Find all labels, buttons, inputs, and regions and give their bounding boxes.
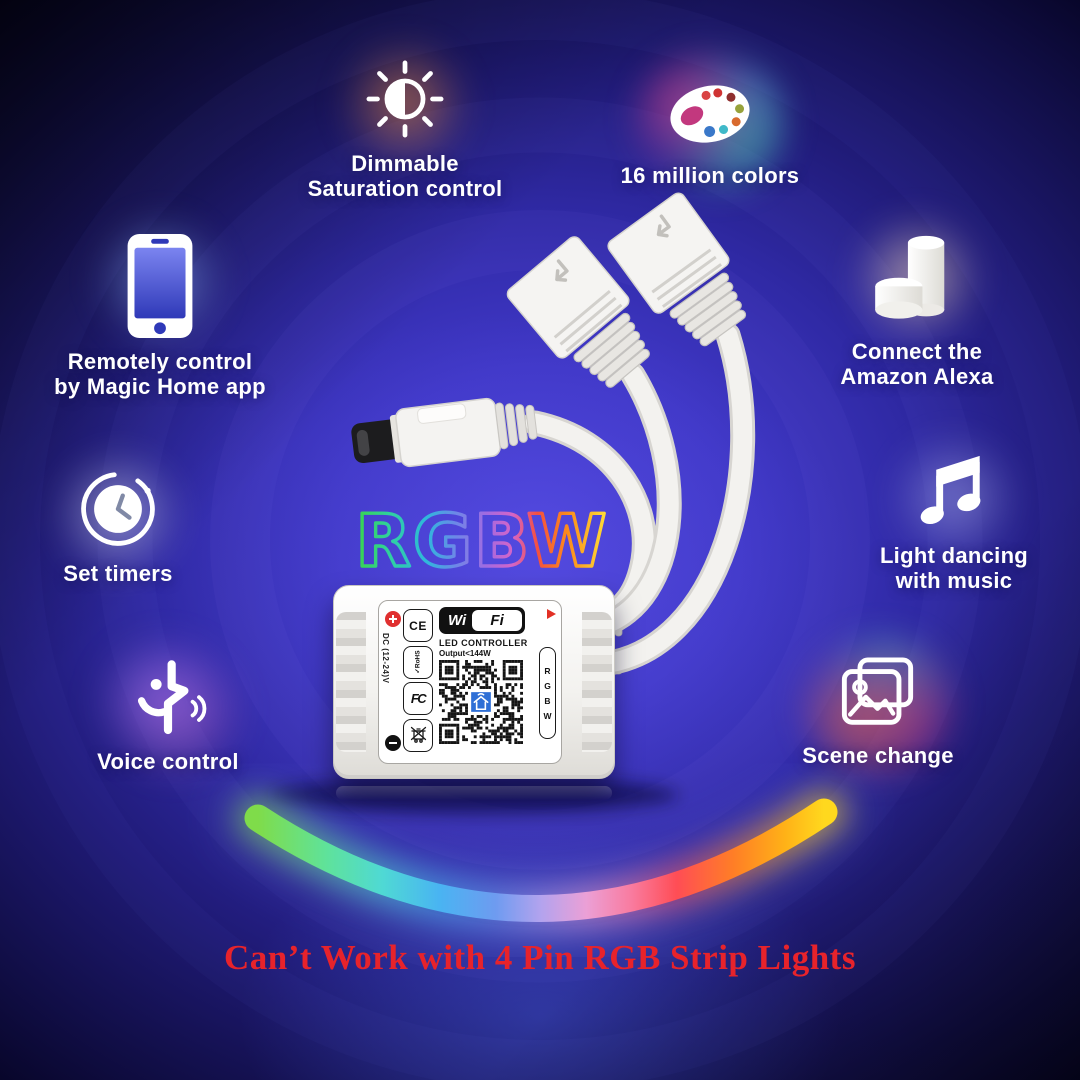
feature-line: 16 million colors — [620, 163, 800, 188]
wifi-badge: Wi Fi — [439, 607, 525, 634]
warning-caption: Can’t Work with 4 Pin RGB Strip Lights — [224, 938, 856, 977]
red-arrow-icon — [547, 609, 556, 619]
smartphone-icon — [127, 233, 193, 339]
side-ribs — [336, 612, 366, 752]
feature-line: Saturation control — [307, 176, 503, 202]
certification-column: CE ✓RoHS FC — [403, 609, 433, 752]
product-name: LED CONTROLLER — [439, 638, 528, 648]
arrow-marking-icon — [555, 259, 569, 282]
dc-power-plug — [351, 397, 538, 468]
music-note-icon — [920, 455, 981, 525]
voice-control-icon — [137, 660, 207, 735]
clock-icon — [81, 472, 155, 546]
input-rating: DC (12-24)V — [381, 633, 390, 684]
top-rib — [422, 578, 446, 594]
device-shadow — [268, 777, 678, 813]
feature-line: Connect the — [851, 339, 983, 364]
output-rating: Output<144W — [439, 649, 491, 658]
four-pin-connector-2 — [607, 192, 747, 347]
label-main-column: Wi Fi LED CONTROLLER Output<144W — [439, 607, 529, 744]
side-ribs — [582, 612, 612, 752]
rohs-mark-icon: ✓RoHS — [403, 645, 433, 679]
weee-bin-icon — [403, 718, 433, 752]
wifi-fi-text: Fi — [472, 610, 522, 631]
magic-home-logo — [469, 690, 493, 714]
channel-letter: W — [543, 710, 552, 721]
rgbw-title-text: RGBW — [356, 499, 609, 583]
rohs-text: RoHS — [415, 650, 422, 669]
four-pin-connector-1 — [506, 236, 650, 388]
feature-line: Remotely control — [67, 349, 253, 374]
led-controller-device: DC (12-24)V CE ✓RoHS FC — [323, 578, 626, 779]
brightness-icon — [366, 60, 444, 138]
glow — [879, 428, 1029, 568]
feature-scene-change: Scene change — [772, 634, 984, 774]
palette-icon — [670, 85, 750, 143]
feature-line: Voice control — [97, 749, 239, 774]
feature-set-timers: Set timers — [12, 444, 224, 586]
feature-label: Voice control — [97, 749, 239, 774]
feature-line: Set timers — [63, 561, 173, 586]
plus-terminal-icon — [385, 611, 401, 627]
scene-photos-icon — [841, 657, 914, 725]
feature-line: Amazon Alexa — [840, 364, 994, 390]
feature-line: with music — [895, 568, 1013, 594]
feature-label: Scene change — [802, 743, 954, 768]
output-cable-1 — [588, 362, 682, 639]
feature-label: Set timers — [63, 561, 172, 586]
minus-terminal-icon — [385, 735, 401, 751]
feature-dimmable: Dimmable Saturation control — [260, 34, 550, 201]
rgbw-channel-strip: R G B W — [539, 647, 556, 739]
fcc-mark-icon: FC — [403, 682, 433, 715]
qr-code — [439, 660, 523, 744]
feature-label: 16 million colors — [621, 163, 800, 188]
feature-alexa: Connect the Amazon Alexa — [772, 208, 1062, 389]
feature-line: by Magic Home app — [54, 374, 266, 400]
channel-letter: R — [544, 665, 551, 676]
feature-music: Light dancing with music — [848, 428, 1060, 593]
alexa-speakers-icon — [875, 235, 945, 319]
device-reflection — [336, 786, 612, 800]
device-label: DC (12-24)V CE ✓RoHS FC — [378, 600, 562, 764]
rainbow-arc — [226, 780, 856, 941]
fcc-text: FC — [410, 691, 427, 706]
output-cable-2 — [590, 322, 756, 677]
channel-letter: B — [544, 695, 551, 706]
arrow-marking-icon — [656, 214, 671, 238]
feature-voice-control: Voice control — [62, 636, 274, 776]
feature-label: Remotely control by Magic Home app — [54, 349, 266, 399]
feature-line: Scene change — [802, 743, 954, 768]
channel-letter: G — [544, 680, 551, 691]
top-rib — [392, 578, 416, 594]
feature-16-million-colors: 16 million colors — [565, 52, 855, 192]
wifi-wi-text: Wi — [448, 612, 467, 629]
feature-label: Dimmable Saturation control — [308, 151, 503, 201]
ce-text: CE — [409, 618, 427, 633]
feature-line: Dimmable — [351, 151, 459, 176]
feature-label: Connect the Amazon Alexa — [840, 339, 993, 389]
rohs-check: ✓ — [415, 668, 422, 674]
rgbw-title: RGBW — [354, 497, 609, 584]
feature-label: Light dancing with music — [880, 543, 1028, 593]
feature-remote-control: Remotely control by Magic Home app — [15, 210, 305, 399]
ce-mark-icon: CE — [403, 609, 433, 642]
feature-line: Light dancing — [879, 543, 1029, 568]
